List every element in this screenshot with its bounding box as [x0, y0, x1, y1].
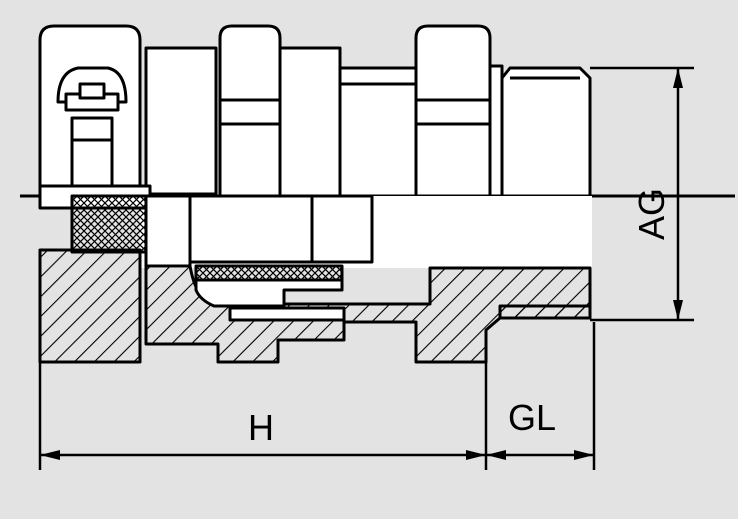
dimension-lines	[38, 66, 694, 470]
threaded-connection	[500, 66, 592, 198]
hex-nut-2	[414, 24, 492, 198]
dimension-gl-label: GL	[508, 397, 556, 438]
seal-insert-mid	[188, 194, 314, 264]
nut-collar	[488, 64, 504, 198]
clamp-screw-shaft	[70, 116, 114, 196]
hex-nut-1	[218, 24, 282, 198]
seal-insert-left	[144, 194, 192, 268]
seal-insert-right	[310, 194, 374, 264]
clamp-section	[38, 248, 142, 364]
body-section	[278, 46, 342, 198]
dimension-ag-label: AG	[631, 188, 672, 240]
inner-pocket	[194, 278, 344, 308]
knurled-insert	[70, 194, 154, 254]
body-neck	[338, 66, 418, 198]
clamp-screw-neck	[78, 82, 106, 100]
sealing-ring	[194, 264, 344, 282]
lower-section-view	[38, 184, 592, 364]
pressure-screw	[144, 46, 218, 196]
upper-exterior-view	[38, 24, 592, 198]
dimension-h-label: H	[248, 407, 274, 448]
